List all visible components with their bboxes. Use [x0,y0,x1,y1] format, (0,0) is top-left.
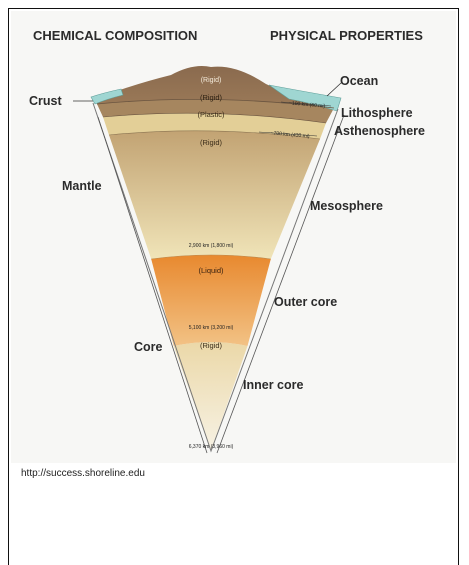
lithosphere-state-label: (Rigid) [200,93,223,102]
crust-label: Crust [29,94,62,108]
chemical-composition-header: CHEMICAL COMPOSITION [33,28,197,43]
outer-core-label: Outer core [274,295,337,309]
asthenosphere-label: Asthenosphere [334,124,425,138]
ocean-leader-line [327,83,341,96]
earth-layers-figure: CHEMICAL COMPOSITION PHYSICAL PROPERTIES [11,11,456,463]
mantle-label: Mantle [62,179,102,193]
ocean-label: Ocean [340,74,378,88]
mesosphere-state-label: (Rigid) [200,138,223,147]
inner-core-label: Inner core [243,378,303,392]
lithosphere-label: Lithosphere [341,106,413,120]
outer-core-base-depth-label: 5,100 km (3,200 mi) [189,325,234,331]
physical-properties-header: PHYSICAL PROPERTIES [270,28,423,43]
outer-core-state-label: (Liquid) [198,266,224,275]
source-url: http://success.shoreline.edu [21,468,145,479]
crust-state-label: (Rigid) [201,77,222,84]
inner-core-layer [174,342,248,451]
mantle-base-depth-label: 2,900 km (1,800 mi) [189,243,234,249]
earth-cross-section-diagram: CHEMICAL COMPOSITION PHYSICAL PROPERTIES [11,11,456,463]
asthenosphere-state-label: (Plastic) [197,110,225,119]
core-label: Core [134,340,163,354]
mesosphere-label: Mesosphere [310,199,383,213]
center-depth-label: 6,370 km (3,960 mi) [189,444,234,450]
inner-core-state-label: (Rigid) [200,341,223,350]
mesosphere-layer [109,131,320,259]
